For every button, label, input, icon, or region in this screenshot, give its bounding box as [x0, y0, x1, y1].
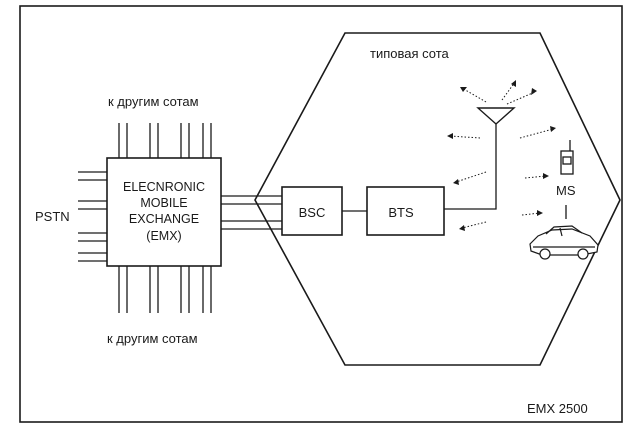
- to-other-cells-top-label: к другим сотам: [108, 94, 199, 109]
- bts-label: BTS: [388, 205, 414, 220]
- emx-label-line3: EXCHANGE: [129, 212, 199, 226]
- antenna-feed-line: [444, 121, 497, 210]
- pstn-lines: [78, 171, 107, 262]
- car-icon: [529, 225, 599, 260]
- trunk-lines-top: [118, 123, 212, 158]
- ms-label: MS: [556, 183, 576, 198]
- emx-bsc-link: [221, 195, 282, 230]
- mobile-phone-icon: [560, 140, 574, 175]
- antenna-icon: [476, 107, 516, 125]
- pstn-label: PSTN: [35, 209, 70, 224]
- cell-hexagon: [254, 32, 621, 366]
- to-other-cells-bottom-label: к другим сотам: [107, 331, 198, 346]
- emx-label-line4: (EMX): [146, 229, 181, 243]
- cell-label: типовая сота: [370, 46, 450, 61]
- figure-frame: [19, 5, 623, 423]
- emx-box: [106, 157, 222, 267]
- radio-signal-arrowheads: [447, 80, 556, 231]
- bsc-label: BSC: [299, 205, 326, 220]
- bts-box: [366, 186, 445, 236]
- emx-label-line1: ELECNRONIC: [123, 180, 205, 194]
- figure-caption: EMX 2500: [527, 401, 588, 416]
- bsc-box: [281, 186, 343, 236]
- radio-signals: [449, 81, 554, 229]
- trunk-lines-bottom: [118, 266, 212, 313]
- emx-label-line2: MOBILE: [140, 196, 187, 210]
